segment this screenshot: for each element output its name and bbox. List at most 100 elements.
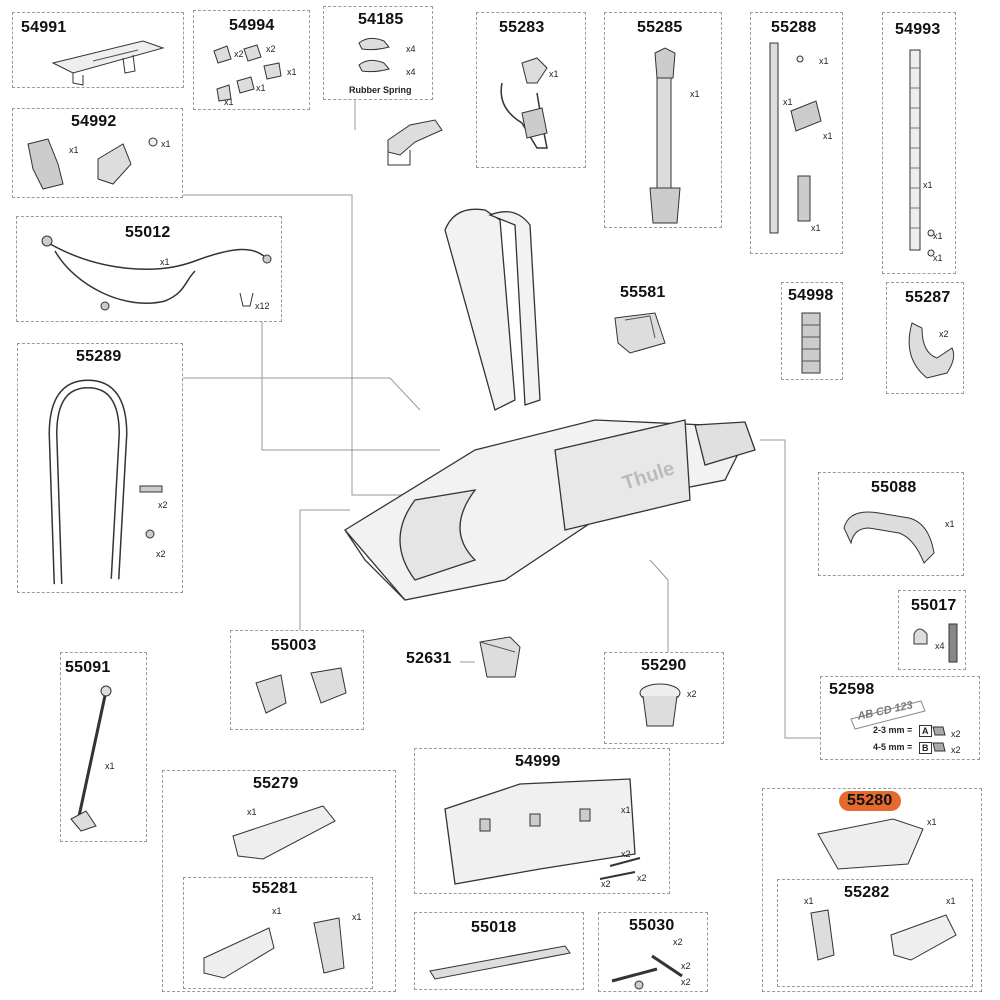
part-box-52598[interactable]: 52598 AB CD 123 2-3 mm = 4-5 mm = A B x2… — [820, 676, 980, 760]
part-number: 55091 — [65, 659, 111, 676]
part-number: 54993 — [895, 21, 941, 38]
qty-label: x2 — [234, 49, 244, 59]
qty-label: x1 — [105, 761, 115, 771]
part-number: 55279 — [253, 775, 299, 792]
part-number: 55030 — [629, 917, 675, 934]
qty-label: x2 — [621, 849, 631, 859]
qty-label: x1 — [927, 817, 937, 827]
part-box-54991[interactable]: 54991 — [12, 12, 184, 88]
part-box-54998[interactable]: 54998 — [781, 282, 843, 380]
ratchet-strap-icon — [909, 49, 935, 257]
part-number: 55290 — [641, 657, 687, 674]
buckle-parts-icon — [27, 137, 158, 190]
part-number: 55017 — [911, 597, 957, 614]
legend-row: 2-3 mm = — [873, 725, 913, 735]
part-number: 54994 — [229, 17, 275, 34]
end-cap-icon — [255, 667, 347, 714]
spacer-icon — [932, 726, 946, 752]
legend-letter: B — [919, 742, 932, 754]
part-box-55282[interactable]: 55282 x1 x1 — [777, 879, 973, 987]
part-number-highlighted: 55280 — [839, 791, 901, 811]
part-number: 55288 — [771, 19, 817, 36]
qty-label: x1 — [933, 231, 943, 241]
bike-carrier-assembly-icon: Thule — [344, 208, 756, 601]
part-box-54999[interactable]: 54999 x1 x2 x2 x2 — [414, 748, 670, 894]
rubber-pad-icon — [801, 312, 821, 374]
qty-label: x2 — [681, 977, 691, 987]
qty-label: x1 — [160, 257, 170, 267]
part-box-55091[interactable]: 55091 x1 — [60, 652, 147, 842]
qty-label: x2 — [673, 937, 683, 947]
part-number: 54998 — [788, 287, 834, 304]
qty-label: x2 — [681, 961, 691, 971]
part-box-55279[interactable]: 55279 x1 55281 x1 x1 — [162, 770, 396, 992]
rubber-spring-icon — [358, 37, 390, 73]
qty-label: x1 — [621, 805, 631, 815]
qty-label: x1 — [352, 912, 362, 922]
cover-set-icon — [203, 917, 345, 979]
part-box-54992[interactable]: 54992 x1 x1 — [12, 108, 183, 198]
part-number: 55287 — [905, 289, 951, 306]
part-number: 55003 — [271, 637, 317, 654]
part-box-54185[interactable]: 54185 x4 x4 Rubber Spring — [323, 6, 433, 100]
qty-label: x4 — [406, 44, 416, 54]
cap-52631-icon[interactable] — [475, 632, 525, 682]
part-number: 54999 — [515, 753, 561, 770]
qty-label: x1 — [224, 97, 234, 107]
qty-label: x1 — [933, 253, 943, 263]
rod-icon — [70, 685, 112, 832]
qty-label: x1 — [819, 56, 829, 66]
qty-label: x12 — [255, 301, 270, 311]
part-box-55018[interactable]: 55018 — [414, 912, 584, 990]
part-number: 52598 — [829, 681, 875, 698]
qty-label: x1 — [946, 896, 956, 906]
qty-label: x2 — [601, 879, 611, 889]
part-box-55283[interactable]: 55283 x1 — [476, 12, 586, 168]
qty-label: x2 — [951, 745, 961, 755]
part-box-55290[interactable]: 55290 x2 — [604, 652, 724, 744]
part-box-54993[interactable]: 54993 x1 x1 x1 — [882, 12, 956, 274]
part-box-55287[interactable]: 55287 x2 — [886, 282, 964, 394]
qty-label: x1 — [811, 223, 821, 233]
part-number: 55018 — [471, 919, 517, 936]
qty-label: x1 — [823, 131, 833, 141]
part-number: 55012 — [125, 224, 171, 241]
license-plate-icon — [850, 700, 926, 730]
part-box-54994[interactable]: 54994 x2 x2 x1 x1 x1 — [193, 10, 310, 110]
rubber-spring-caption: Rubber Spring — [349, 85, 412, 95]
part-number: 55088 — [871, 479, 917, 496]
part-number-52631: 52631 — [406, 650, 452, 667]
qty-label: x2 — [158, 500, 168, 510]
qty-label: x1 — [549, 69, 559, 79]
part-number: 55282 — [844, 884, 890, 901]
part-box-55281[interactable]: 55281 x1 x1 — [183, 877, 373, 989]
qty-label: x2 — [951, 729, 961, 739]
part-box-55030[interactable]: 55030 x2 x2 x2 — [598, 912, 708, 992]
handle-icon — [843, 511, 935, 564]
part-box-55288[interactable]: 55288 x1 x1 x1 x1 — [750, 12, 843, 254]
strap-parts-icon — [769, 42, 822, 234]
part-box-55012[interactable]: 55012 x1 x12 — [16, 216, 282, 322]
qty-label: x1 — [690, 89, 700, 99]
bolt-set-icon — [611, 954, 683, 990]
fastener-icon — [913, 623, 958, 663]
qty-label: x4 — [406, 67, 416, 77]
hook-icon — [908, 322, 955, 379]
clamp-icon — [387, 119, 443, 166]
knob-icon — [639, 683, 681, 727]
qty-label: x2 — [687, 689, 697, 699]
cable-icon — [41, 235, 272, 311]
part-box-55017[interactable]: 55017 x4 — [898, 590, 966, 670]
part-box-55088[interactable]: 55088 x1 — [818, 472, 964, 576]
part-box-55003[interactable]: 55003 — [230, 630, 364, 730]
arm-icon — [649, 47, 681, 224]
frame-bow-icon — [48, 379, 128, 585]
lever-icon — [429, 945, 571, 980]
part-box-55285[interactable]: 55285 x1 — [604, 12, 722, 228]
part-box-55289[interactable]: 55289 x2 x2 — [17, 343, 183, 593]
qty-label: x1 — [923, 180, 933, 190]
part-box-55280[interactable]: 55280 x1 55282 x1 x1 — [762, 788, 982, 992]
part-number: 54992 — [71, 113, 117, 130]
light-cover-icon — [817, 818, 924, 870]
clip-55581-icon[interactable] — [610, 308, 670, 358]
